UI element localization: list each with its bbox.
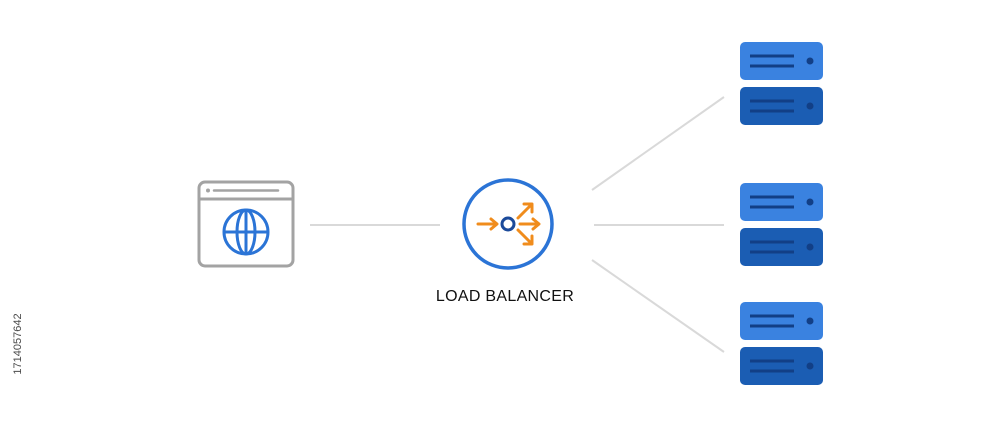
stock-id-text: 1714057642: [12, 313, 24, 375]
load-balancer-icon: [462, 178, 554, 270]
browser-globe-icon: [197, 180, 295, 268]
server-stack-1: [740, 42, 823, 125]
balancer-to-server-3-line: [591, 259, 725, 353]
balancer-to-server-1-line: [591, 96, 725, 191]
load-balancer-label: LOAD BALANCER: [435, 288, 575, 305]
server-stack-icon: [740, 183, 823, 266]
balancer-node-icon: [500, 216, 516, 232]
server-stack-2: [740, 183, 823, 266]
server-stack-icon: [740, 42, 823, 125]
server-stack-3: [740, 302, 823, 385]
globe-icon: [222, 208, 270, 256]
server-stack-icon: [740, 302, 823, 385]
distribute-arrows-icon: [476, 202, 541, 246]
